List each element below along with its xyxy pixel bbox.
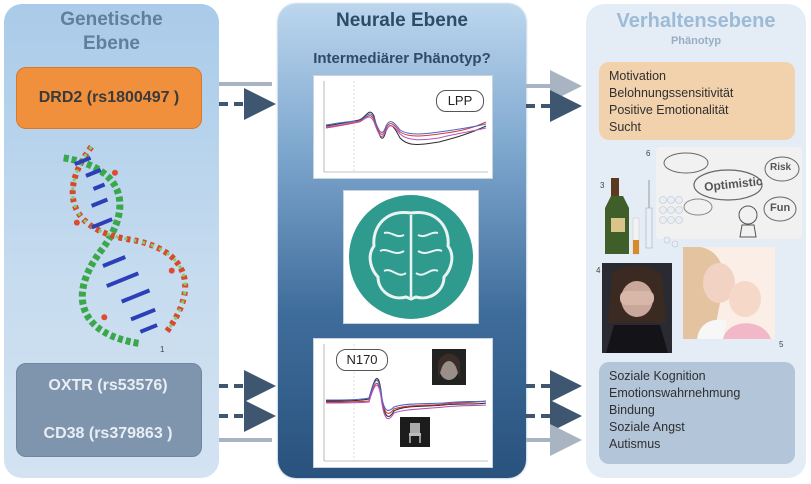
image-number-3: 3	[600, 181, 605, 190]
social-behaviors-box: Soziale Kognition Emotionswahrnehmung Bi…	[599, 362, 795, 464]
chair-stimulus-image	[400, 417, 430, 447]
behavior-item-reward-sensitivity: Belohnungssensitivität	[609, 86, 734, 100]
behavior-item-attachment: Bindung	[609, 403, 655, 417]
arrow-neural-to-behavior-top	[526, 70, 582, 122]
addiction-substances-image	[605, 178, 685, 256]
n170-erp-panel: N170	[313, 338, 493, 468]
n170-waveform-plot	[323, 344, 488, 462]
doodle-clouds	[663, 152, 800, 238]
behavior-level-subtitle: Phänotyp	[670, 35, 722, 47]
behavior-item-autism: Autismus	[609, 437, 661, 451]
doodle-word-fun: Fun	[770, 202, 791, 214]
behavior-level-title: Verhaltensebene	[616, 10, 776, 32]
gene-label-cd38: CD38 (rs379863 )	[43, 425, 173, 442]
gene-label-oxtr: OXTR (rs53576)	[48, 377, 168, 394]
arrow-gene-to-neural-top	[219, 82, 276, 120]
behavior-item-social-anxiety: Soziale Angst	[609, 420, 685, 434]
n170-label: N170	[336, 349, 388, 371]
distressed-woman-image	[602, 263, 672, 353]
behavior-item-addiction: Sucht	[609, 120, 641, 134]
image-number-6: 6	[646, 149, 651, 158]
image-number-1: 1	[160, 345, 165, 354]
image-number-5: 5	[779, 340, 784, 349]
image-number-4: 4	[596, 266, 601, 275]
reward-behaviors-box: Motivation Belohnungssensitivität Positi…	[599, 62, 795, 140]
arrow-gene-to-neural-bottom	[219, 370, 276, 442]
behavior-item-emotion-perception: Emotionswahrnehmung	[609, 386, 741, 400]
gene-box-drd2: DRD2 (rs1800497 )	[16, 67, 202, 129]
neural-level-subtitle: Intermediärer Phänotyp?	[313, 50, 491, 67]
behavior-item-social-cognition: Soziale Kognition	[609, 369, 706, 383]
genetic-level-title: Genetische Ebene	[60, 9, 163, 54]
dna-helix-image	[63, 144, 189, 347]
lpp-label: LPP	[436, 90, 484, 112]
gene-box-oxtr-cd38	[16, 363, 202, 457]
behavior-item-motivation: Motivation	[609, 69, 666, 83]
substances-illustration	[605, 178, 683, 255]
arrow-neural-to-behavior-bottom	[526, 370, 582, 456]
lpp-erp-panel: LPP	[313, 75, 493, 179]
doodle-word-risk: Risk	[770, 162, 792, 173]
mother-baby-figure	[683, 246, 771, 339]
mother-baby-image	[683, 246, 775, 339]
behavior-item-positive-emotionality: Positive Emotionalität	[609, 103, 729, 117]
brain-panel	[343, 190, 479, 324]
neural-level-title: Neurale Ebene	[336, 10, 468, 31]
face-stimulus-image	[432, 349, 466, 385]
optimism-doodle-image: Optimistic Fun Risk	[656, 147, 802, 239]
lpp-waveform-plot	[323, 81, 488, 173]
brain-icon	[349, 195, 473, 319]
distressed-woman-figure	[606, 265, 668, 353]
